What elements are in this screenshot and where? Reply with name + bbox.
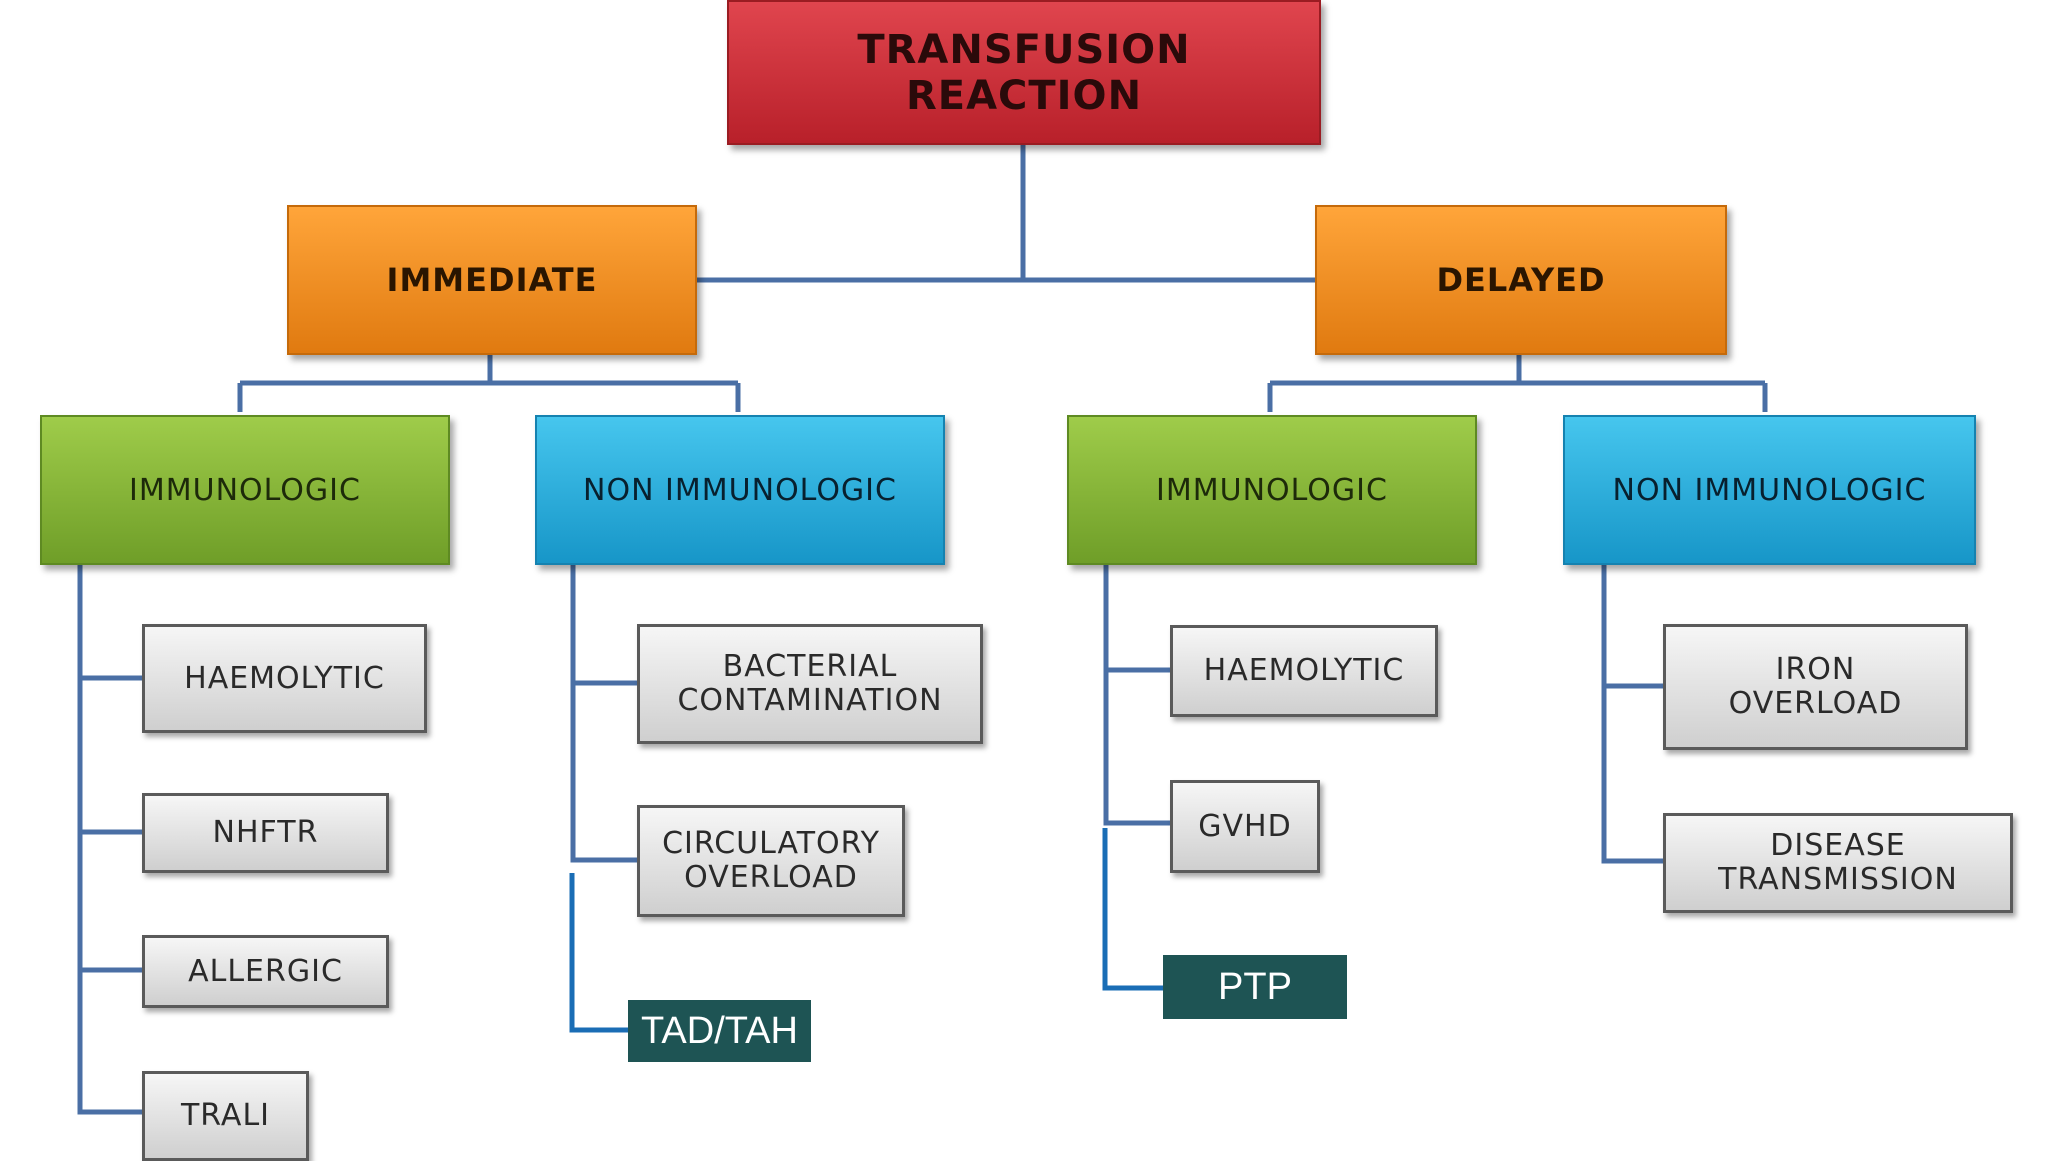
leaf-circulatory-overload: CIRCULATORY OVERLOAD	[637, 805, 905, 917]
added-tad-tah: TAD/TAH	[628, 1000, 811, 1062]
leaf-haemolytic-delayed: HAEMOLYTIC	[1170, 625, 1438, 717]
leaf-haemolytic: HAEMOLYTIC	[142, 624, 427, 733]
leaf-gvhd: GVHD	[1170, 780, 1320, 873]
category-immediate-immunologic: IMMUNOLOGIC	[40, 415, 450, 565]
leaf-disease-transmission: DISEASE TRANSMISSION	[1663, 813, 2013, 913]
connector-del-non-immunologic	[1601, 565, 1663, 864]
leaf-trali: TRALI	[142, 1071, 309, 1161]
connector-added-tad	[569, 873, 628, 1033]
branch-delayed: DELAYED	[1315, 205, 1727, 355]
category-immediate-non-immunologic: NON IMMUNOLOGIC	[535, 415, 945, 565]
connector-imm-immunologic	[77, 565, 142, 1115]
connector-delayed	[1267, 355, 1768, 412]
root-node: TRANSFUSION REACTION	[727, 0, 1321, 145]
connector-added-ptp	[1102, 828, 1163, 991]
category-delayed-immunologic: IMMUNOLOGIC	[1067, 415, 1477, 565]
branch-immediate: IMMEDIATE	[287, 205, 697, 355]
connector-del-immunologic	[1103, 565, 1170, 826]
leaf-nhftr: NHFTR	[142, 793, 389, 873]
connector-imm-non-immunologic	[570, 565, 637, 863]
leaf-bacterial-contamination: BACTERIAL CONTAMINATION	[637, 624, 983, 744]
category-delayed-non-immunologic: NON IMMUNOLOGIC	[1563, 415, 1976, 565]
leaf-iron-overload: IRON OVERLOAD	[1663, 624, 1968, 750]
leaf-allergic: ALLERGIC	[142, 935, 389, 1008]
connector-immediate	[237, 355, 741, 412]
added-ptp: PTP	[1163, 955, 1347, 1019]
